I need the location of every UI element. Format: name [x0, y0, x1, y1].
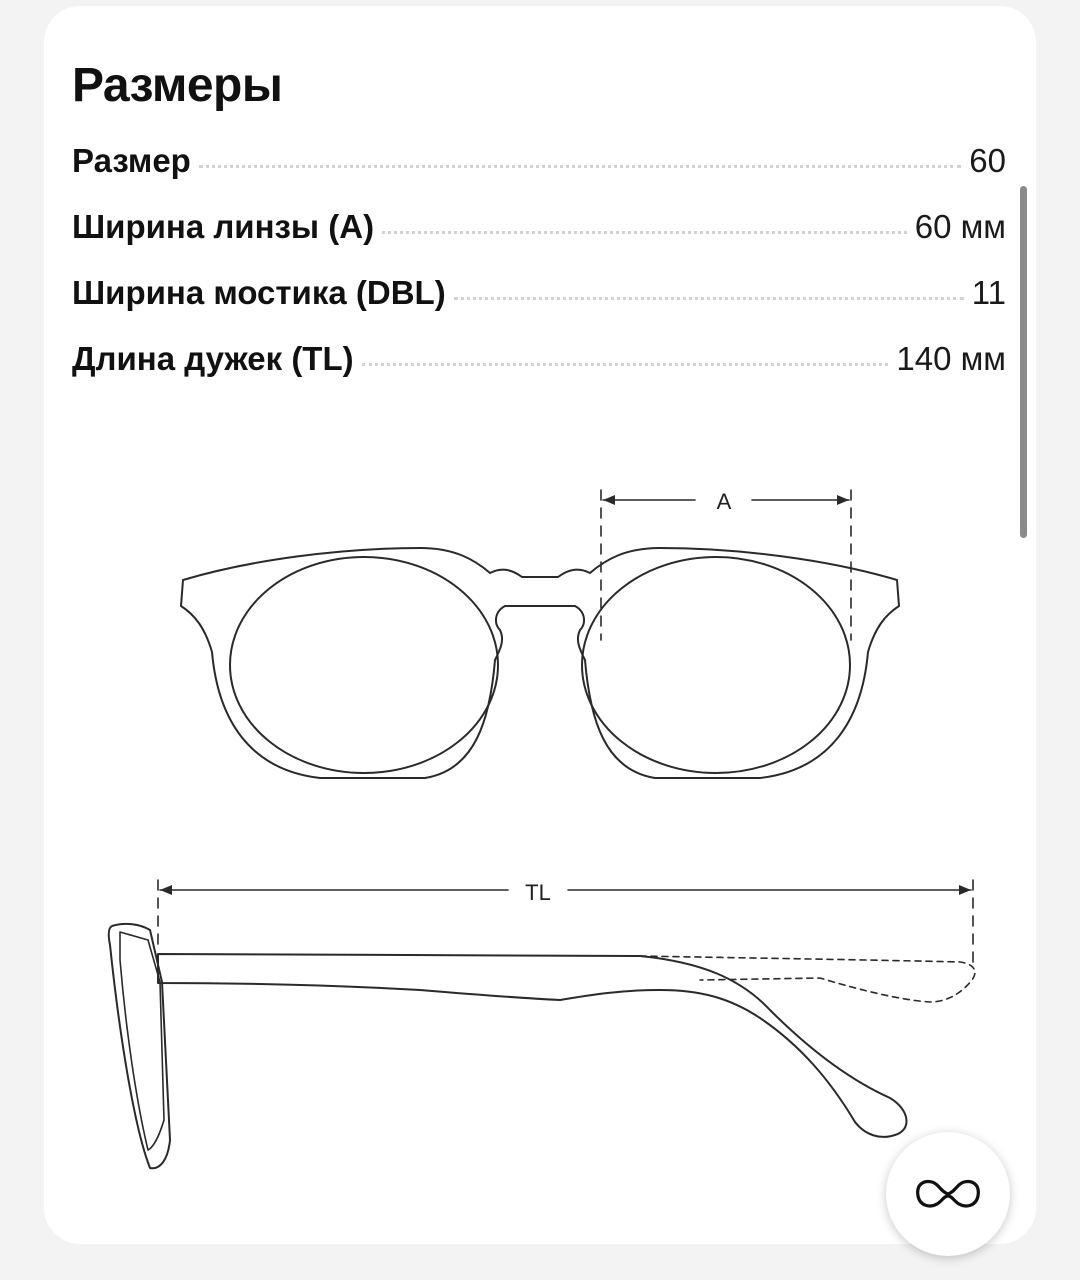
spec-label: Размер [72, 142, 191, 179]
temple-length-dimension: TL [157, 879, 974, 969]
spec-row-size: Размер 60 [72, 142, 1006, 208]
spec-label: Длина дужек (TL) [72, 340, 354, 377]
lens-width-label: A [717, 489, 732, 514]
dotted-leader [361, 363, 889, 366]
side-view [107, 922, 976, 1170]
specs-list: Размер 60 Ширина линзы (A) 60 мм Ширина … [72, 142, 1006, 406]
front-view [180, 547, 900, 779]
spec-row-bridge-width: Ширина мостика (DBL) 11 [72, 274, 1006, 340]
spec-value: 60 [969, 142, 1006, 179]
sizes-card [44, 6, 1036, 1244]
page-title: Размеры [72, 59, 283, 112]
spec-value: 140 мм [896, 340, 1006, 377]
spec-label: Ширина линзы (A) [72, 208, 375, 245]
glasses-icon [916, 1179, 980, 1208]
spec-label: Ширина мостика (DBL) [72, 274, 446, 311]
spec-value: 60 мм [914, 208, 1006, 245]
dotted-leader [453, 297, 964, 300]
lens-width-dimension: A [600, 489, 852, 641]
scrollbar[interactable] [1020, 186, 1027, 538]
dotted-leader [198, 165, 962, 168]
spec-row-temple-length: Длина дужек (TL) 140 мм [72, 340, 1006, 406]
try-on-button[interactable] [886, 1132, 1010, 1256]
temple-length-label: TL [525, 880, 551, 905]
spec-row-lens-width: Ширина линзы (A) 60 мм [72, 208, 1006, 274]
spec-value: 11 [971, 274, 1006, 311]
dotted-leader [382, 231, 907, 234]
